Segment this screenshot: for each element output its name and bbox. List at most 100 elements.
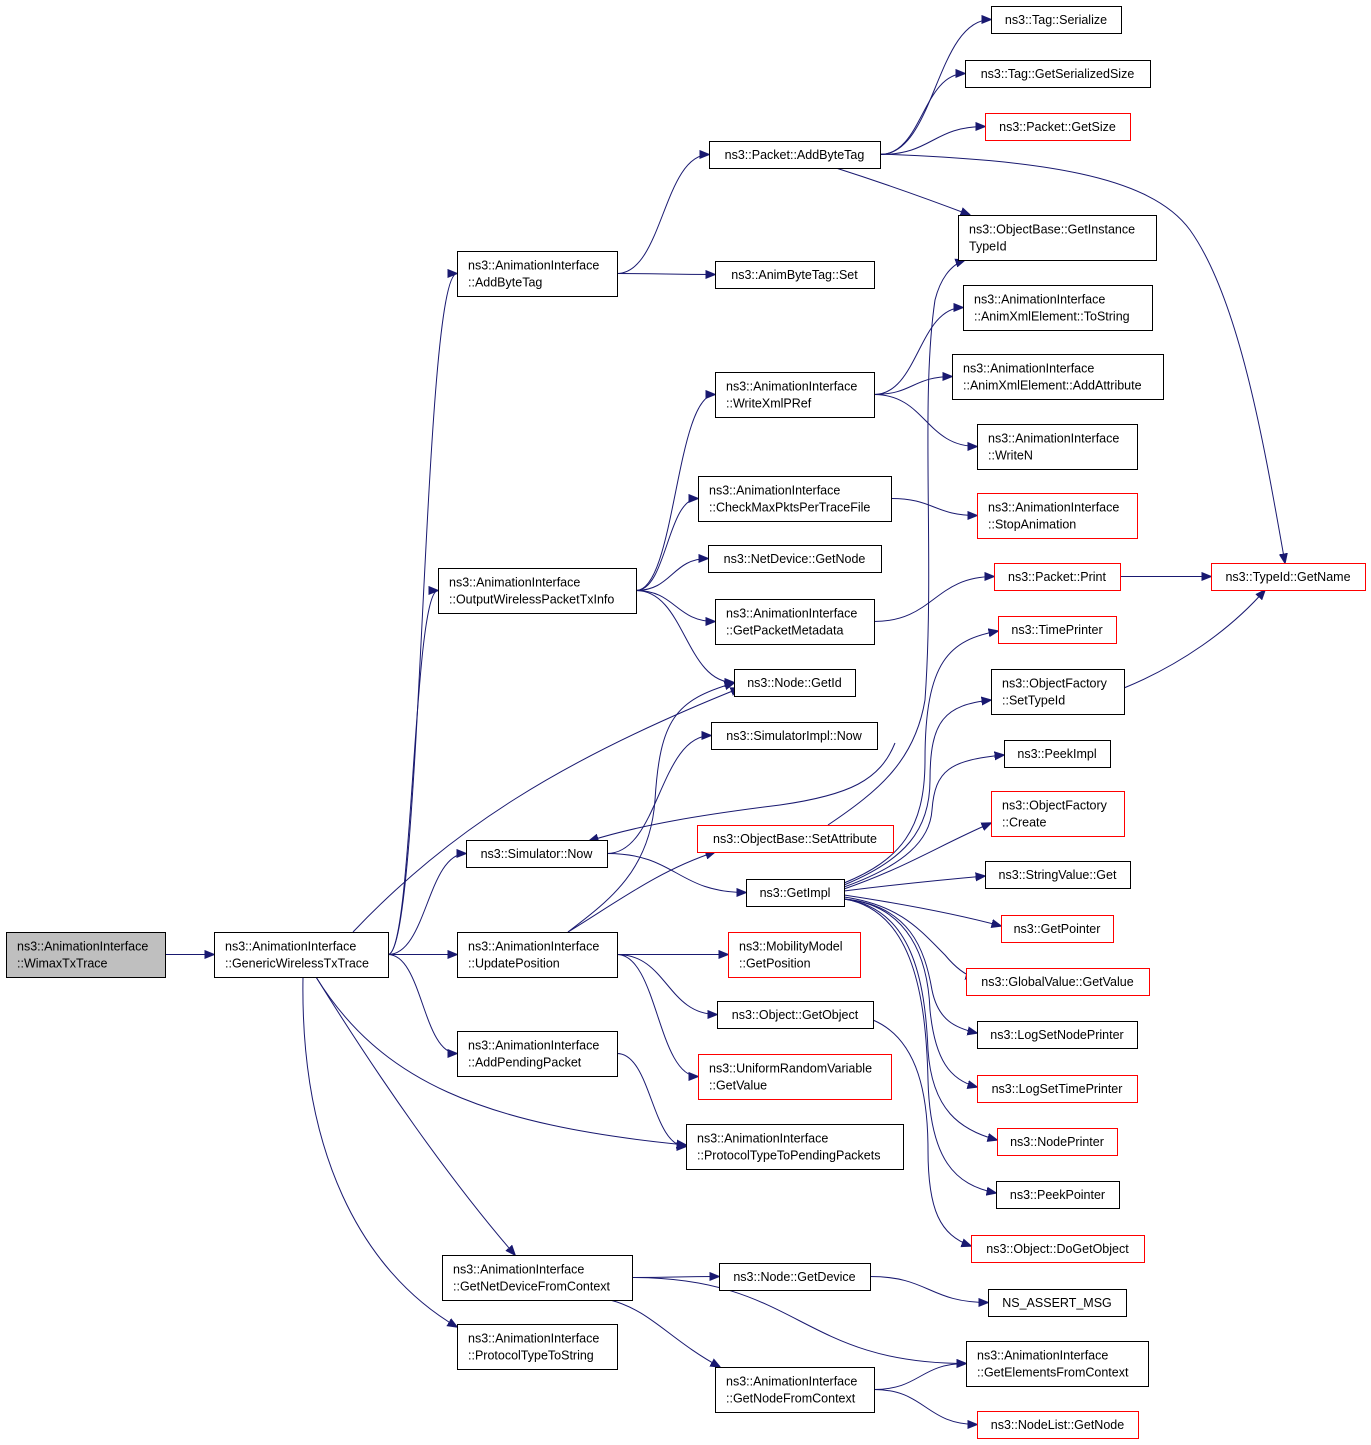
- call-edge-outputwireless-to-node_getid: [635, 590, 734, 683]
- node-box: [966, 968, 1150, 996]
- node-label-line: ns3::AnimationInterface: [988, 501, 1119, 515]
- edge-path: [387, 591, 438, 955]
- node-generic[interactable]: ns3::AnimationInterface::GenericWireless…: [214, 932, 389, 978]
- edge-path: [616, 274, 715, 275]
- node-getelemfromctx[interactable]: ns3::AnimationInterface::GetElementsFrom…: [966, 1341, 1149, 1387]
- node-label-line: ns3::ObjectFactory: [1002, 677, 1108, 691]
- edge-path: [873, 1364, 966, 1390]
- node-label-line: ::AnimXmlElement::ToString: [974, 310, 1130, 324]
- call-edges: [164, 20, 1285, 1425]
- call-edge-getnodefromctx-to-nodelist_getnode: [873, 1389, 977, 1425]
- node-addpending[interactable]: ns3::AnimationInterface::AddPendingPacke…: [457, 1031, 618, 1077]
- edge-path: [843, 700, 991, 886]
- node-box: [991, 791, 1125, 837]
- call-edge-getimpl-to-globalvalue_getvalue: [843, 896, 975, 978]
- call-edge-updatepos-to-object_getobject: [616, 954, 717, 1015]
- node-nodelist-getnode[interactable]: ns3::NodeList::GetNode: [977, 1411, 1139, 1439]
- node-prototopending[interactable]: ns3::AnimationInterface::ProtocolTypeToP…: [686, 1124, 904, 1170]
- node-checkmax[interactable]: ns3::AnimationInterface::CheckMaxPktsPer…: [698, 476, 892, 522]
- node-getnodefromctx[interactable]: ns3::AnimationInterface::GetNodeFromCont…: [715, 1367, 875, 1413]
- node-box: [6, 932, 166, 978]
- call-edge-generic-to-addbytetag_ai: [387, 274, 457, 955]
- node-box: [977, 493, 1138, 539]
- node-objbase-setattr[interactable]: ns3::ObjectBase::SetAttribute: [697, 825, 894, 853]
- node-animxml-tostring[interactable]: ns3::AnimationInterface::AnimXmlElement:…: [963, 285, 1153, 331]
- node-label-line: ns3::Node::GetDevice: [733, 1270, 855, 1284]
- node-box: [971, 1235, 1145, 1263]
- call-edge-generic-to-node_getid: [352, 688, 740, 933]
- call-edge-addbytetag_ai-to-animbytetag_set: [616, 274, 715, 275]
- node-box: [991, 6, 1122, 34]
- node-logsetnodeprinter[interactable]: ns3::LogSetNodePrinter: [977, 1021, 1138, 1049]
- node-getnetdev[interactable]: ns3::AnimationInterface::GetNetDeviceFro…: [442, 1255, 633, 1301]
- node-pkt-getsize[interactable]: ns3::Packet::GetSize: [985, 113, 1131, 141]
- node-node-getid[interactable]: ns3::Node::GetId: [734, 669, 856, 697]
- node-urv-getvalue[interactable]: ns3::UniformRandomVariable::GetValue: [698, 1054, 892, 1100]
- node-label-line: ns3::GetImpl: [760, 886, 831, 900]
- call-edge-updatepos-to-objbase_setattr: [567, 852, 715, 933]
- node-outputwireless[interactable]: ns3::AnimationInterface::OutputWirelessP…: [438, 568, 637, 614]
- node-box: [977, 1075, 1138, 1103]
- node-label-line: ns3::Tag::GetSerializedSize: [981, 67, 1135, 81]
- node-box: [686, 1124, 904, 1170]
- call-edge-updatepos-to-node_getid: [567, 683, 734, 933]
- node-animxml-addattr[interactable]: ns3::AnimationInterface::AnimXmlElement:…: [952, 354, 1164, 400]
- node-netdev-getnode[interactable]: ns3::NetDevice::GetNode: [708, 545, 882, 573]
- node-objfactory-settypeid[interactable]: ns3::ObjectFactory::SetTypeId: [991, 669, 1125, 715]
- node-writexmlpref[interactable]: ns3::AnimationInterface::WriteXmlPRef: [715, 372, 875, 418]
- node-objfactory-create[interactable]: ns3::ObjectFactory::Create: [991, 791, 1125, 837]
- node-stopanim[interactable]: ns3::AnimationInterface::StopAnimation: [977, 493, 1138, 539]
- edge-path: [616, 1053, 686, 1147]
- node-getpktmeta[interactable]: ns3::AnimationInterface::GetPacketMetada…: [715, 599, 875, 645]
- node-ns-assert-msg[interactable]: NS_ASSERT_MSG: [988, 1289, 1127, 1317]
- node-tag-getsersize[interactable]: ns3::Tag::GetSerializedSize: [965, 60, 1151, 88]
- node-mobility-getpos[interactable]: ns3::MobilityModel::GetPosition: [728, 932, 861, 978]
- edge-path: [609, 1299, 720, 1367]
- node-globalvalue-getvalue[interactable]: ns3::GlobalValue::GetValue: [966, 968, 1150, 996]
- node-simimpl-now[interactable]: ns3::SimulatorImpl::Now: [711, 722, 878, 750]
- node-typeid-getname[interactable]: ns3::TypeId::GetName: [1211, 563, 1366, 591]
- edge-path: [616, 954, 717, 1015]
- node-object-getobject[interactable]: ns3::Object::GetObject: [717, 1001, 874, 1029]
- call-edge-generic-to-outputwireless: [387, 591, 438, 955]
- node-box: [977, 424, 1138, 470]
- node-tag-serialize[interactable]: ns3::Tag::Serialize: [991, 6, 1122, 34]
- call-edge-simnow-to-getimpl: [606, 853, 746, 893]
- node-box: [1211, 563, 1366, 591]
- node-object-dogetobject[interactable]: ns3::Object::DoGetObject: [971, 1235, 1145, 1263]
- node-updatepos[interactable]: ns3::AnimationInterface::UpdatePosition: [457, 932, 618, 978]
- node-box: [466, 840, 608, 868]
- edge-path: [835, 167, 970, 215]
- call-edge-node_getdevice-to-ns_assert_msg: [869, 1276, 988, 1303]
- edge-path: [843, 898, 977, 1033]
- node-label-line: ::GetElementsFromContext: [977, 1366, 1129, 1380]
- node-peekpointer[interactable]: ns3::PeekPointer: [996, 1181, 1120, 1209]
- node-box: [457, 1031, 618, 1077]
- node-pkt-addbytetag[interactable]: ns3::Packet::AddByteTag: [709, 141, 881, 169]
- node-node-getdevice[interactable]: ns3::Node::GetDevice: [719, 1263, 871, 1291]
- node-box: [958, 215, 1157, 261]
- node-nodeprinter[interactable]: ns3::NodePrinter: [997, 1128, 1118, 1156]
- node-peekimpl[interactable]: ns3::PeekImpl: [1004, 740, 1111, 768]
- node-getimpl[interactable]: ns3::GetImpl: [746, 879, 845, 907]
- node-box: [952, 354, 1164, 400]
- node-simnow[interactable]: ns3::Simulator::Now: [466, 840, 608, 868]
- node-label-line: ::AddPendingPacket: [468, 1056, 582, 1070]
- node-addbytetag-ai[interactable]: ns3::AnimationInterface::AddByteTag: [457, 251, 618, 297]
- call-edge-pkt_addbytetag-to-typeid_getname: [879, 153, 1285, 563]
- node-logsettimeprinter[interactable]: ns3::LogSetTimePrinter: [977, 1075, 1138, 1103]
- node-label-line: ns3::SimulatorImpl::Now: [726, 729, 862, 743]
- node-box: [998, 616, 1117, 644]
- node-writen[interactable]: ns3::AnimationInterface::WriteN: [977, 424, 1138, 470]
- node-timeprinter[interactable]: ns3::TimePrinter: [998, 616, 1117, 644]
- node-label-line: ::GetValue: [709, 1079, 767, 1093]
- node-box: [438, 568, 637, 614]
- node-pkt-print[interactable]: ns3::Packet::Print: [994, 563, 1121, 591]
- node-getpointer[interactable]: ns3::GetPointer: [1001, 915, 1114, 943]
- node-animbytetag-set[interactable]: ns3::AnimByteTag::Set: [715, 261, 875, 289]
- node-prototostr[interactable]: ns3::AnimationInterface::ProtocolTypeToS…: [457, 1324, 618, 1370]
- node-label-line: ::GetPosition: [739, 957, 811, 971]
- node-stringvalue-get[interactable]: ns3::StringValue::Get: [985, 861, 1131, 889]
- call-edge-pkt_addbytetag-to-tag_getsersize: [879, 74, 965, 155]
